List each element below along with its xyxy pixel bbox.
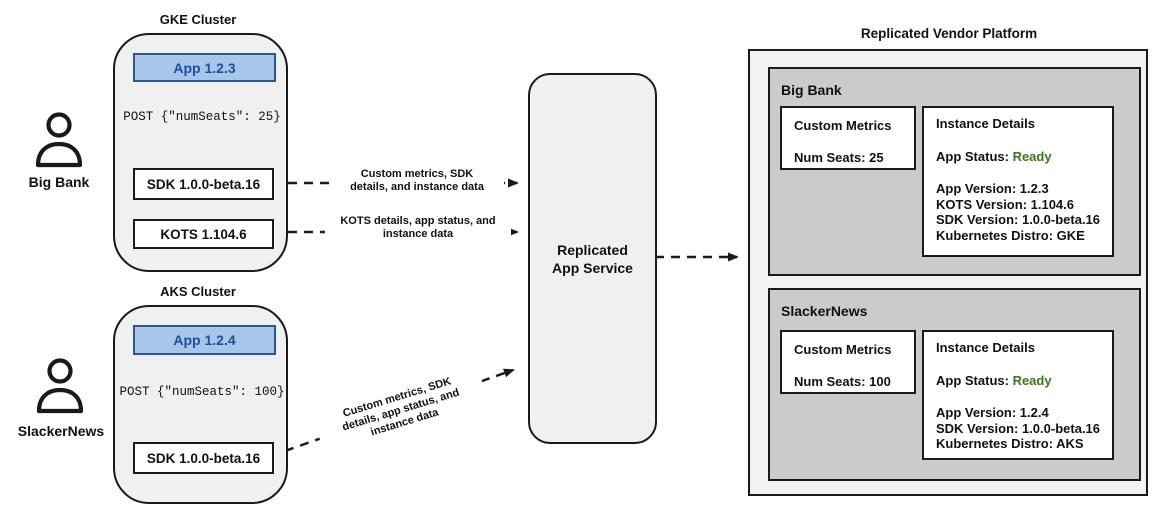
replicated-app-service-node: Replicated App Service [528, 73, 657, 444]
gke-sdk-node: SDK 1.0.0-beta.16 [133, 168, 274, 200]
gke-cluster-title: GKE Cluster [159, 12, 237, 27]
aks-sdk-label: SDK 1.0.0-beta.16 [146, 450, 261, 466]
app-status-value: Ready [1012, 148, 1052, 164]
detail-kots-version: KOTS Version: 1.104.6 [936, 196, 1075, 212]
gke-app-node: App 1.2.3 [133, 53, 276, 82]
aks-post-call: POST {"numSeats": 100} [119, 385, 285, 399]
tenant-slackernews-name: SlackerNews [781, 303, 868, 319]
detail-app-version: App Version: 1.2.4 [936, 405, 1049, 420]
detail-app-version: App Version: 1.2.3 [936, 181, 1049, 196]
detail-k8s-distro: Kubernetes Distro: GKE [936, 227, 1085, 243]
detail-sdk-version: SDK Version: 1.0.0-beta.16 [936, 420, 1101, 436]
app-status-value: Ready [1012, 372, 1052, 388]
actor-slackernews-label: SlackerNews [17, 423, 105, 439]
gke-sdk-label: SDK 1.0.0-beta.16 [146, 176, 261, 192]
app-status-line: App Status: Ready [936, 149, 1100, 165]
aks-app-node: App 1.2.4 [133, 325, 276, 355]
flow-label-sdk-data: Custom metrics, SDK details, and instanc… [330, 166, 504, 196]
detail-k8s-distro: Kubernetes Distro: AKS [936, 436, 1084, 451]
app-status-label: App Status: [936, 372, 1013, 388]
gke-kots-node: KOTS 1.104.6 [133, 219, 274, 249]
gke-app-label: App 1.2.3 [173, 59, 236, 76]
big-bank-instance-details-box: Instance Details App Status: Ready App V… [922, 106, 1114, 257]
aks-app-label: App 1.2.4 [173, 332, 236, 348]
aks-sdk-node: SDK 1.0.0-beta.16 [133, 442, 274, 474]
slackernews-custom-metrics-box: Custom Metrics Num Seats: 100 [780, 330, 916, 394]
flow-label-kots-data: KOTS details, app status, and instance d… [325, 213, 511, 243]
custom-metrics-title: Custom Metrics [794, 118, 892, 133]
aks-cluster-title: AKS Cluster [160, 284, 236, 299]
num-seats-value: Num Seats: 100 [794, 374, 891, 389]
app-status-line: App Status: Ready [936, 373, 1100, 389]
custom-metrics-title: Custom Metrics [794, 342, 892, 357]
num-seats-value: Num Seats: 25 [794, 150, 884, 165]
instance-details-title: Instance Details [936, 116, 1035, 131]
replicated-app-service-label: Replicated App Service [552, 241, 633, 276]
person-icon [35, 112, 83, 168]
instance-details-title: Instance Details [936, 340, 1035, 355]
person-icon [36, 358, 84, 414]
gke-kots-label: KOTS 1.104.6 [160, 226, 247, 242]
tenant-big-bank-name: Big Bank [781, 82, 842, 98]
detail-sdk-version: SDK Version: 1.0.0-beta.16 [936, 212, 1101, 227]
vendor-platform-title: Replicated Vendor Platform [860, 26, 1038, 41]
app-status-label: App Status: [936, 148, 1013, 164]
actor-big-bank-label: Big Bank [28, 174, 90, 190]
slackernews-instance-details-box: Instance Details App Status: Ready App V… [922, 330, 1114, 460]
big-bank-custom-metrics-box: Custom Metrics Num Seats: 25 [780, 106, 916, 170]
gke-post-call: POST {"numSeats": 25} [123, 110, 281, 124]
